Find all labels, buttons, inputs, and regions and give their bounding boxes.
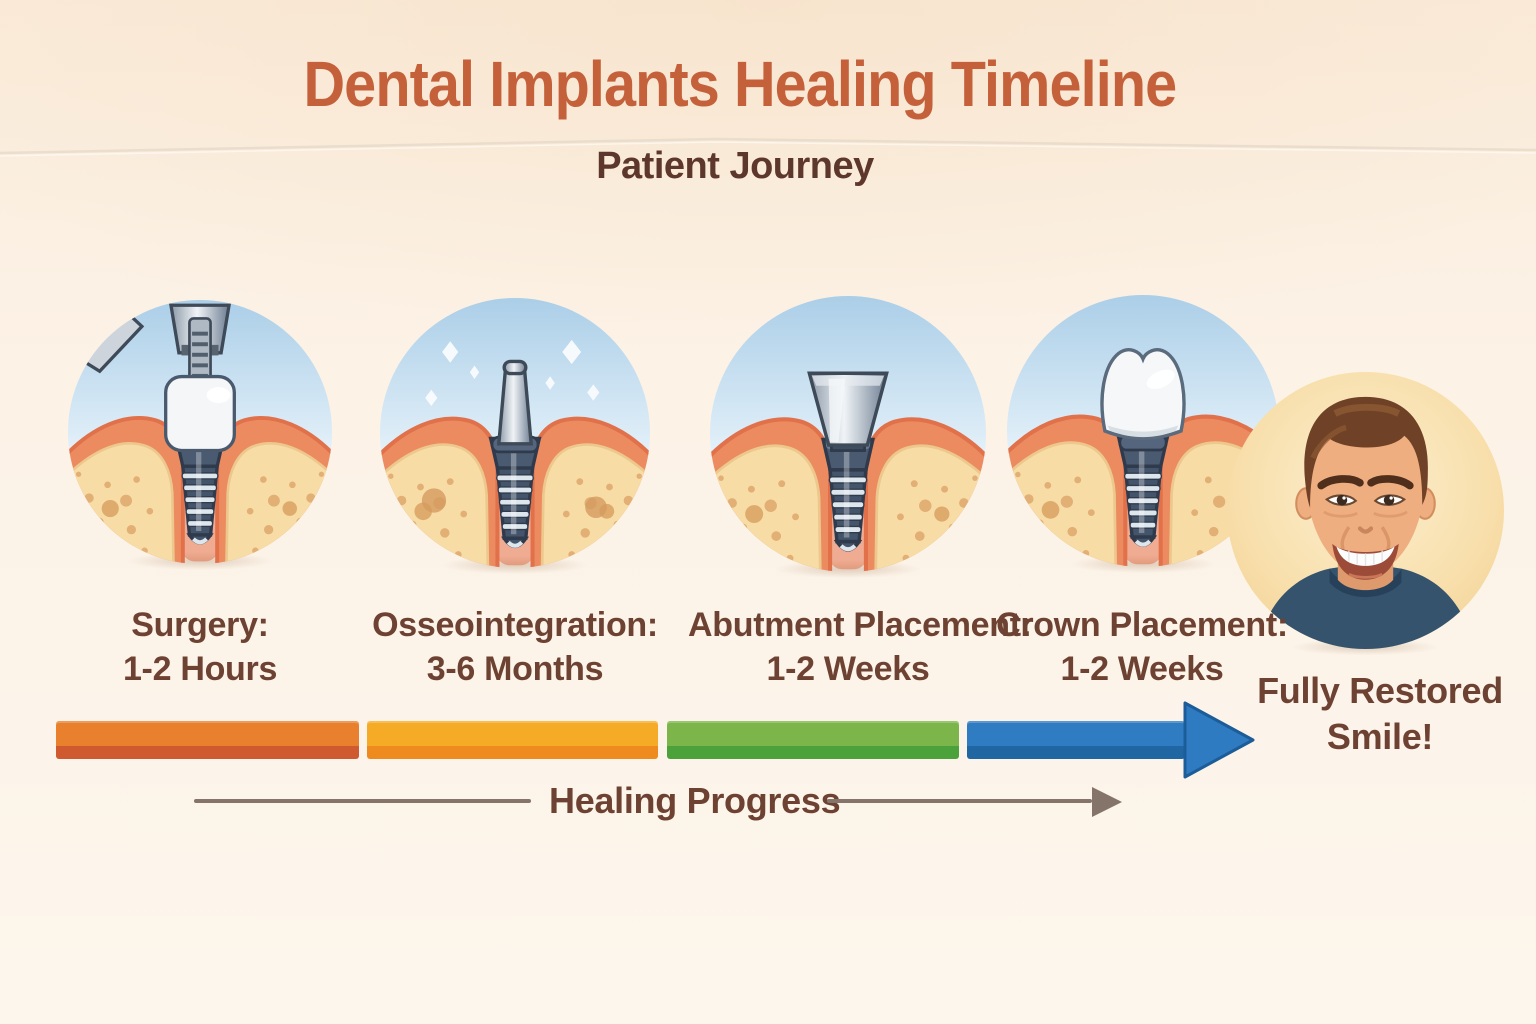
page-title-text: Dental Implants Healing Timeline — [303, 48, 1178, 120]
implant-crown-illustration — [1007, 295, 1279, 567]
stage-label-osseointegration: Osseointegration: 3-6 Months — [355, 603, 675, 691]
timeline-segment-surgery — [56, 721, 359, 759]
axis-arrowhead-icon — [1092, 787, 1122, 817]
page-subtitle: Patient Journey — [596, 145, 874, 187]
header-divider-line — [0, 137, 1536, 157]
implant-abutment-illustration — [710, 296, 986, 572]
stage-circle-abutment — [710, 296, 986, 572]
stage-label-crown: Crown Placement: 1-2 Weeks — [982, 603, 1302, 691]
implant-integration-illustration — [380, 298, 650, 568]
stage-name: Surgery: — [131, 606, 269, 644]
timeline-arrowhead-icon — [1183, 701, 1255, 779]
axis-line-left — [194, 799, 531, 803]
timeline-segment-osseointegration — [367, 721, 658, 759]
stage-duration: 1-2 Hours — [122, 650, 278, 688]
stage-name: Crown Placement: — [996, 606, 1288, 644]
stage-circle-osseointegration — [380, 298, 650, 568]
stage-duration: 1-2 Weeks — [1060, 650, 1224, 688]
stage-name: Abutment Placement: — [688, 606, 1032, 644]
stage-label-abutment: Abutment Placement: 1-2 Weeks — [688, 603, 1032, 691]
result-label: Fully Restored Smile! — [1257, 670, 1503, 757]
stage-circle-surgery — [68, 300, 332, 564]
timeline-segment-crown — [967, 721, 1185, 759]
stage-duration: 3-6 Months — [426, 650, 604, 688]
stage-label-surgery: Surgery: 1-2 Hours — [40, 603, 360, 691]
axis-line-right — [827, 799, 1092, 803]
stage-name: Osseointegration: — [372, 606, 658, 644]
surgery-drill-implant-illustration — [68, 300, 332, 564]
timeline-segment-abutment — [667, 721, 959, 759]
smiling-patient-illustration — [1227, 372, 1504, 649]
stage-duration: 1-2 Weeks — [766, 650, 930, 688]
patient-portrait-circle — [1227, 372, 1504, 649]
page-title: Dental Implants Healing Timeline — [0, 48, 1480, 120]
stage-circle-crown — [1007, 295, 1279, 567]
axis-label: Healing Progress — [549, 780, 841, 821]
